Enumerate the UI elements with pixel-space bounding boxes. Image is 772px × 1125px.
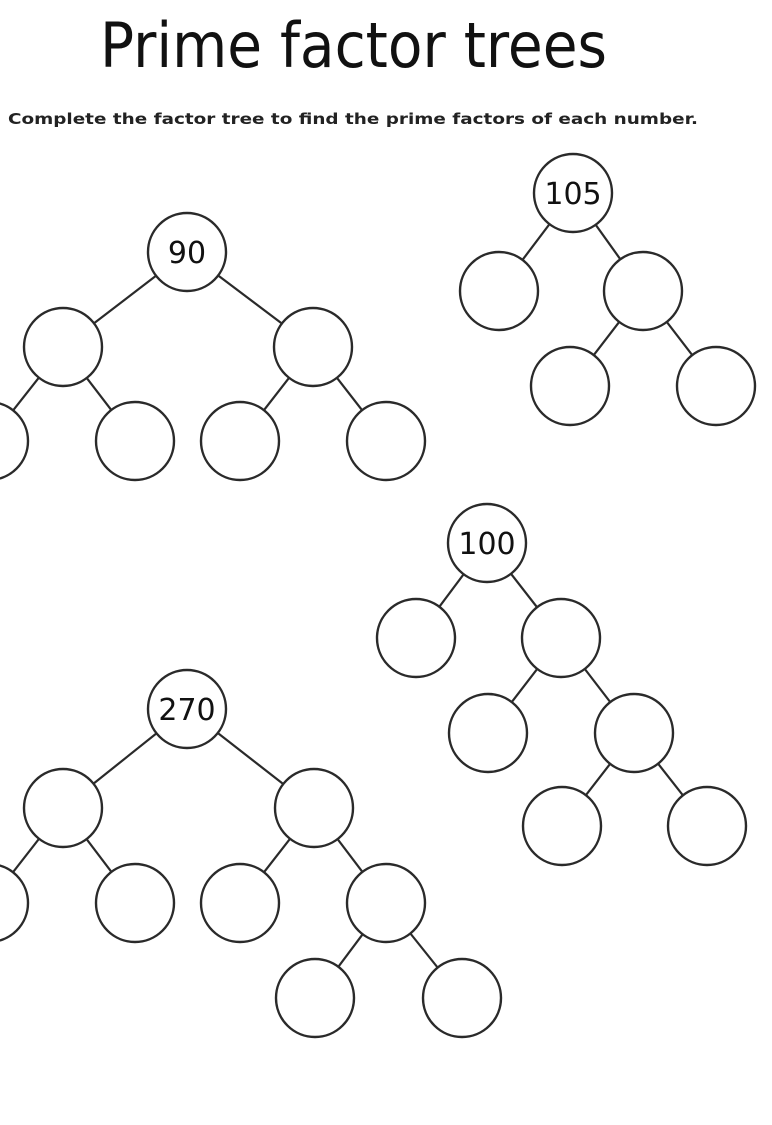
answer-circle[interactable]	[0, 864, 30, 942]
answer-circle[interactable]	[375, 597, 457, 679]
tree-100: 100	[375, 502, 748, 867]
tree-root-node	[146, 668, 228, 750]
tree-root-node	[532, 152, 614, 234]
tree-105: 105	[458, 152, 757, 427]
answer-circle[interactable]	[94, 862, 176, 944]
answer-circle[interactable]	[345, 400, 427, 482]
answer-circle[interactable]	[273, 767, 355, 849]
answer-circle[interactable]	[458, 250, 540, 332]
answer-circle[interactable]	[529, 345, 611, 427]
page-title: Prime factor trees	[100, 9, 607, 82]
answer-circle[interactable]	[520, 597, 602, 679]
answer-circle[interactable]	[274, 957, 356, 1039]
answer-circle[interactable]	[421, 957, 503, 1039]
root-number: 90	[168, 236, 206, 271]
tree-270: 270	[0, 668, 503, 1039]
answer-circle[interactable]	[199, 400, 281, 482]
instructions: Complete the factor tree to find the pri…	[8, 110, 698, 128]
answer-circle[interactable]	[447, 692, 529, 774]
answer-circle[interactable]	[272, 306, 354, 388]
root-number: 105	[544, 177, 601, 212]
tree-90: 90	[0, 211, 427, 482]
answer-circle[interactable]	[521, 785, 603, 867]
answer-circle[interactable]	[675, 345, 757, 427]
answer-circle[interactable]	[345, 862, 427, 944]
tree-root-node	[146, 211, 228, 293]
factor-trees: 90 105 100 270	[0, 152, 757, 1039]
answer-circle[interactable]	[199, 862, 281, 944]
root-number: 270	[158, 693, 215, 728]
answer-circle[interactable]	[0, 402, 30, 480]
tree-root-node	[446, 502, 528, 584]
answer-circle[interactable]	[22, 767, 104, 849]
answer-circle[interactable]	[602, 250, 684, 332]
answer-circle[interactable]	[593, 692, 675, 774]
root-number: 100	[458, 527, 515, 562]
answer-circle[interactable]	[94, 400, 176, 482]
answer-circle[interactable]	[666, 785, 748, 867]
answer-circle[interactable]	[22, 306, 104, 388]
